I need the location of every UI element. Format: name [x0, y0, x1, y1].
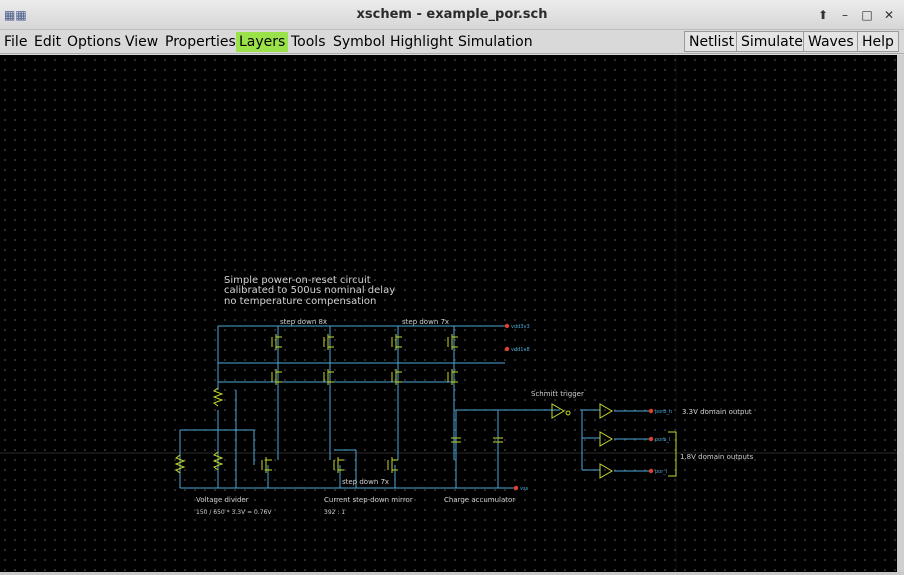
title-bar: ▦▦ xschem - example_por.sch ⬆ – □ ✕ [0, 0, 904, 30]
pin-porb-h: porb_h [655, 409, 672, 415]
wires [179, 325, 650, 489]
menu-highlight[interactable]: Highlight [390, 34, 454, 50]
label-schmitt-trigger: Schmitt trigger [531, 390, 584, 398]
xschem-app-icon[interactable]: ▦▦ [4, 8, 27, 22]
menu-simulation[interactable]: Simulation [458, 34, 533, 50]
menu-file[interactable]: File [4, 34, 28, 50]
label-step-down-8x: step down 8x [280, 318, 327, 326]
waves-button[interactable]: Waves [803, 31, 859, 52]
menu-bar: File Edit Options View Properties Layers… [0, 30, 904, 54]
label-divider-formula: 150 / 650 * 3.3V = 0.76V [196, 509, 272, 516]
window-title: xschem - example_por.sch [356, 7, 548, 22]
netlist-button[interactable]: Netlist [684, 31, 740, 52]
menu-symbol[interactable]: Symbol [333, 34, 386, 50]
pin-vdd1v8: vdd1v8 [511, 347, 530, 353]
description-line-1: Simple power-on-reset circuit [224, 275, 371, 286]
collapse-icon[interactable]: ⬆ [817, 8, 829, 22]
help-button[interactable]: Help [857, 31, 899, 52]
label-current-mirror: Current step-down mirror [324, 496, 413, 504]
pins [504, 323, 654, 491]
close-icon[interactable]: ✕ [883, 8, 895, 22]
menu-options[interactable]: Options [67, 34, 122, 50]
label-charge-accumulator: Charge accumulator [444, 496, 515, 504]
pin-porb-l: porb_l [655, 437, 670, 443]
pin-vdd3v3: vdd3v3 [511, 324, 530, 330]
window-bottom-edge [0, 572, 904, 575]
label-voltage-divider: Voltage divider [196, 496, 249, 504]
label-3v3-output: 3.3V domain output [682, 408, 752, 416]
menu-view[interactable]: View [125, 34, 159, 50]
label-step-down-7x-top: step down 7x [402, 318, 449, 326]
menu-properties[interactable]: Properties [165, 34, 236, 50]
description-line-2: calibrated to 500us nominal delay [224, 285, 395, 296]
window-controls: ⬆ – □ ✕ [814, 6, 898, 24]
label-step-down-7x-bottom: step down 7x [342, 478, 389, 486]
menu-edit[interactable]: Edit [34, 34, 62, 50]
menu-tools[interactable]: Tools [291, 34, 326, 50]
menu-layers[interactable]: Layers [236, 32, 289, 52]
maximize-icon[interactable]: □ [861, 8, 873, 22]
simulate-button[interactable]: Simulate [736, 31, 808, 52]
devices [174, 334, 677, 479]
label-1v8-outputs: 1.8V domain outputs [680, 453, 754, 461]
pin-vss: vss [520, 486, 529, 492]
pin-por-l: por_l [655, 469, 667, 475]
vertical-scrollbar[interactable] [897, 55, 904, 572]
description-line-3: no temperature compensation [224, 296, 376, 307]
schematic-drawing: Simple power-on-reset circuit calibrated… [0, 55, 897, 572]
label-mirror-ratio: 392 : 1 [324, 509, 345, 516]
minimize-icon[interactable]: – [842, 8, 848, 22]
schematic-canvas[interactable]: Simple power-on-reset circuit calibrated… [0, 55, 897, 572]
